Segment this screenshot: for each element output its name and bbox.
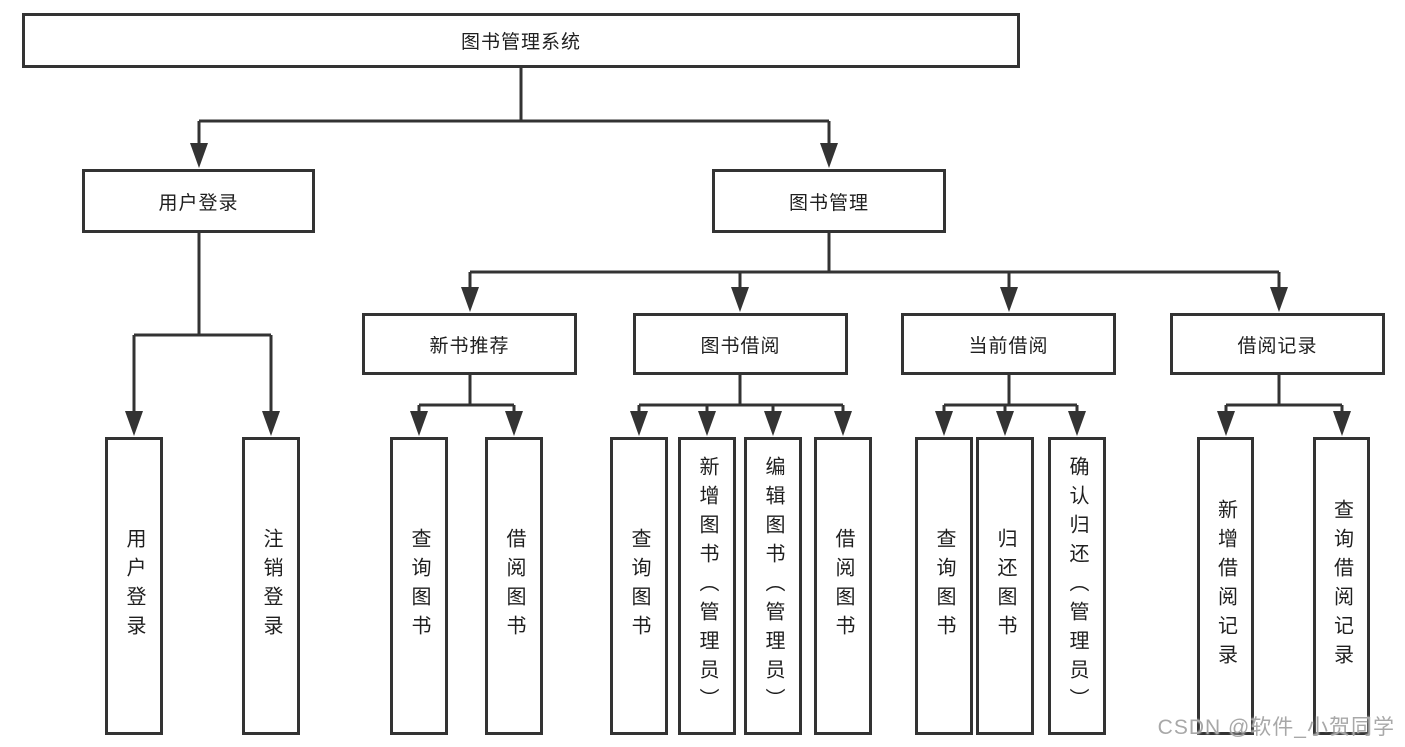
leaf-user-login-label: 用户登录 — [123, 528, 145, 644]
leaf-query-books-recommend-label: 查询图书 — [408, 528, 430, 644]
leaf-user-login: 用户登录 — [105, 437, 163, 735]
leaf-confirm-return-admin-label: 确认归还（管理员） — [1066, 455, 1088, 717]
connector-book-borrowing-to-leaves — [637, 375, 845, 417]
leaf-logout: 注销登录 — [242, 437, 300, 735]
leaf-borrow-books-recommend: 借阅图书 — [485, 437, 543, 735]
connector-book-management-to-level3 — [468, 233, 1281, 293]
leaf-borrow-books-borrowing: 借阅图书 — [814, 437, 872, 735]
leaf-add-borrow-record-label: 新增借阅记录 — [1214, 499, 1237, 673]
leaf-query-books-current-label: 查询图书 — [933, 528, 955, 644]
leaf-query-books-borrowing: 查询图书 — [610, 437, 668, 735]
node-new-book-recommendation: 新书推荐 — [362, 313, 577, 375]
leaf-confirm-return-admin: 确认归还（管理员） — [1048, 437, 1106, 735]
leaf-query-books-borrowing-label: 查询图书 — [628, 528, 650, 644]
node-library-management-system-label: 图书管理系统 — [460, 32, 581, 53]
leaf-logout-label: 注销登录 — [260, 528, 282, 644]
node-new-book-recommendation-label: 新书推荐 — [429, 335, 510, 357]
leaf-return-book-label: 归还图书 — [994, 528, 1016, 644]
leaf-query-borrow-record-label: 查询借阅记录 — [1330, 499, 1353, 673]
node-borrowing-records: 借阅记录 — [1170, 313, 1385, 375]
node-current-borrowing-label: 当前借阅 — [968, 335, 1049, 357]
leaf-add-book-admin: 新增图书（管理员） — [678, 437, 736, 735]
leaf-edit-book-admin-label: 编辑图书（管理员） — [762, 455, 784, 717]
leaf-return-book: 归还图书 — [976, 437, 1034, 735]
connector-user-login-to-leaves — [132, 233, 273, 417]
node-book-borrowing: 图书借阅 — [633, 313, 848, 375]
leaf-query-books-recommend: 查询图书 — [390, 437, 448, 735]
node-user-login-label: 用户登录 — [158, 192, 239, 214]
leaf-query-books-current: 查询图书 — [915, 437, 973, 735]
node-user-login: 用户登录 — [82, 169, 315, 233]
leaf-borrow-books-recommend-label: 借阅图书 — [503, 528, 525, 644]
csdn-watermark: CSDN @软件_小贺同学 — [1157, 716, 1395, 739]
connector-current-borrowing-to-leaves — [942, 375, 1079, 417]
node-borrowing-records-label: 借阅记录 — [1237, 335, 1318, 357]
node-library-management-system: 图书管理系统 — [22, 13, 1020, 68]
leaf-query-borrow-record: 查询借阅记录 — [1313, 437, 1370, 735]
leaf-borrow-books-borrowing-label: 借阅图书 — [832, 528, 854, 644]
leaf-add-borrow-record: 新增借阅记录 — [1197, 437, 1254, 735]
node-book-management-label: 图书管理 — [788, 192, 869, 214]
node-book-borrowing-label: 图书借阅 — [700, 335, 781, 357]
leaf-edit-book-admin: 编辑图书（管理员） — [744, 437, 802, 735]
connector-root-to-level2 — [197, 68, 831, 149]
connector-borrowing-records-to-leaves — [1224, 375, 1344, 417]
connector-new-book-to-leaves — [417, 375, 516, 417]
node-book-management: 图书管理 — [712, 169, 946, 233]
leaf-add-book-admin-label: 新增图书（管理员） — [696, 455, 718, 717]
node-current-borrowing: 当前借阅 — [901, 313, 1116, 375]
